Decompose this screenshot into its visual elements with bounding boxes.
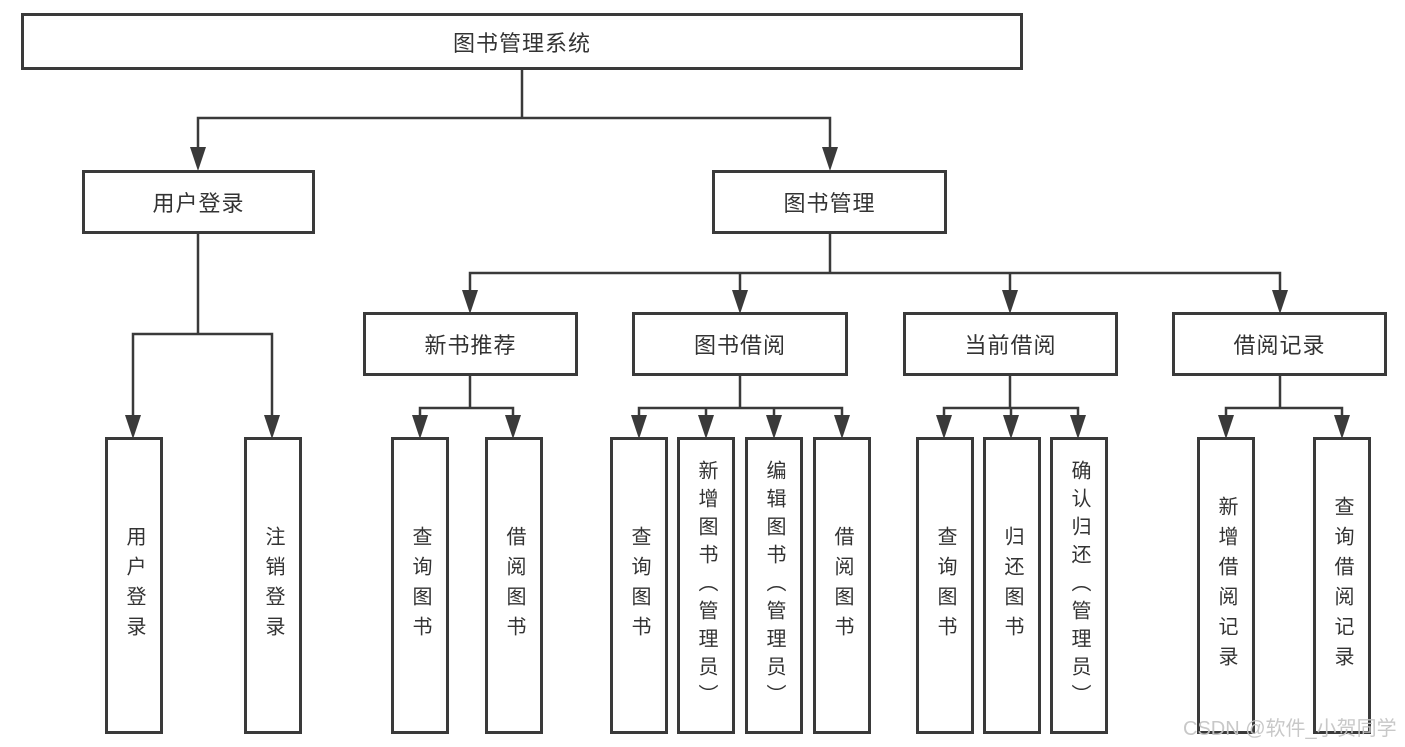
leaf-label: 查询图书: [409, 525, 431, 646]
leaf-label: 借阅图书: [503, 525, 525, 646]
leaf-logout: 注销登录: [244, 437, 302, 734]
leaf-user-login: 用户登录: [105, 437, 163, 734]
leaf-label: 归还图书: [1001, 525, 1023, 646]
node-label: 图书管理: [783, 191, 876, 216]
leaf-query-books-current: 查询图书: [916, 437, 974, 734]
leaf-label: 用户登录: [123, 525, 145, 646]
leaf-label: 新增借阅记录: [1215, 495, 1237, 676]
node-book-management: 图书管理: [712, 170, 947, 234]
leaf-query-borrow-record: 查询借阅记录: [1313, 437, 1371, 734]
leaf-label: 编辑图书（管理员）: [763, 459, 785, 712]
leaf-confirm-return-admin: 确认归还（管理员）: [1050, 437, 1108, 734]
node-label: 当前借阅: [964, 333, 1057, 358]
csdn-watermark: CSDN @软件_小贺同学: [1183, 718, 1397, 740]
leaf-edit-books-admin: 编辑图书（管理员）: [745, 437, 803, 734]
node-current-borrow: 当前借阅: [903, 312, 1118, 376]
leaf-borrow-books: 借阅图书: [813, 437, 871, 734]
node-book-borrow: 图书借阅: [632, 312, 848, 376]
leaf-label: 借阅图书: [831, 525, 853, 646]
leaf-query-books-borrow: 查询图书: [610, 437, 668, 734]
arrowhead-icons: [125, 147, 1350, 439]
leaf-label: 确认归还（管理员）: [1068, 459, 1090, 712]
node-label: 用户登录: [152, 191, 245, 216]
leaf-label: 查询图书: [934, 525, 956, 646]
node-user-login: 用户登录: [82, 170, 315, 234]
node-label: 图书借阅: [693, 333, 786, 358]
leaf-return-books: 归还图书: [983, 437, 1041, 734]
leaf-label: 查询图书: [628, 525, 650, 646]
node-borrow-records: 借阅记录: [1172, 312, 1387, 376]
leaf-borrow-books-recommend: 借阅图书: [485, 437, 543, 734]
leaf-label: 查询借阅记录: [1331, 495, 1353, 676]
leaf-label: 新增图书（管理员）: [695, 459, 717, 712]
node-label: 新书推荐: [424, 333, 517, 358]
leaf-query-books-recommend: 查询图书: [391, 437, 449, 734]
node-root-library-system: 图书管理系统: [21, 13, 1023, 70]
leaf-add-borrow-record: 新增借阅记录: [1197, 437, 1255, 734]
node-new-book-recommend: 新书推荐: [363, 312, 578, 376]
node-label: 借阅记录: [1233, 333, 1326, 358]
leaf-label: 注销登录: [262, 525, 284, 646]
leaf-add-books-admin: 新增图书（管理员）: [677, 437, 735, 734]
node-label: 图书管理系统: [452, 30, 591, 56]
